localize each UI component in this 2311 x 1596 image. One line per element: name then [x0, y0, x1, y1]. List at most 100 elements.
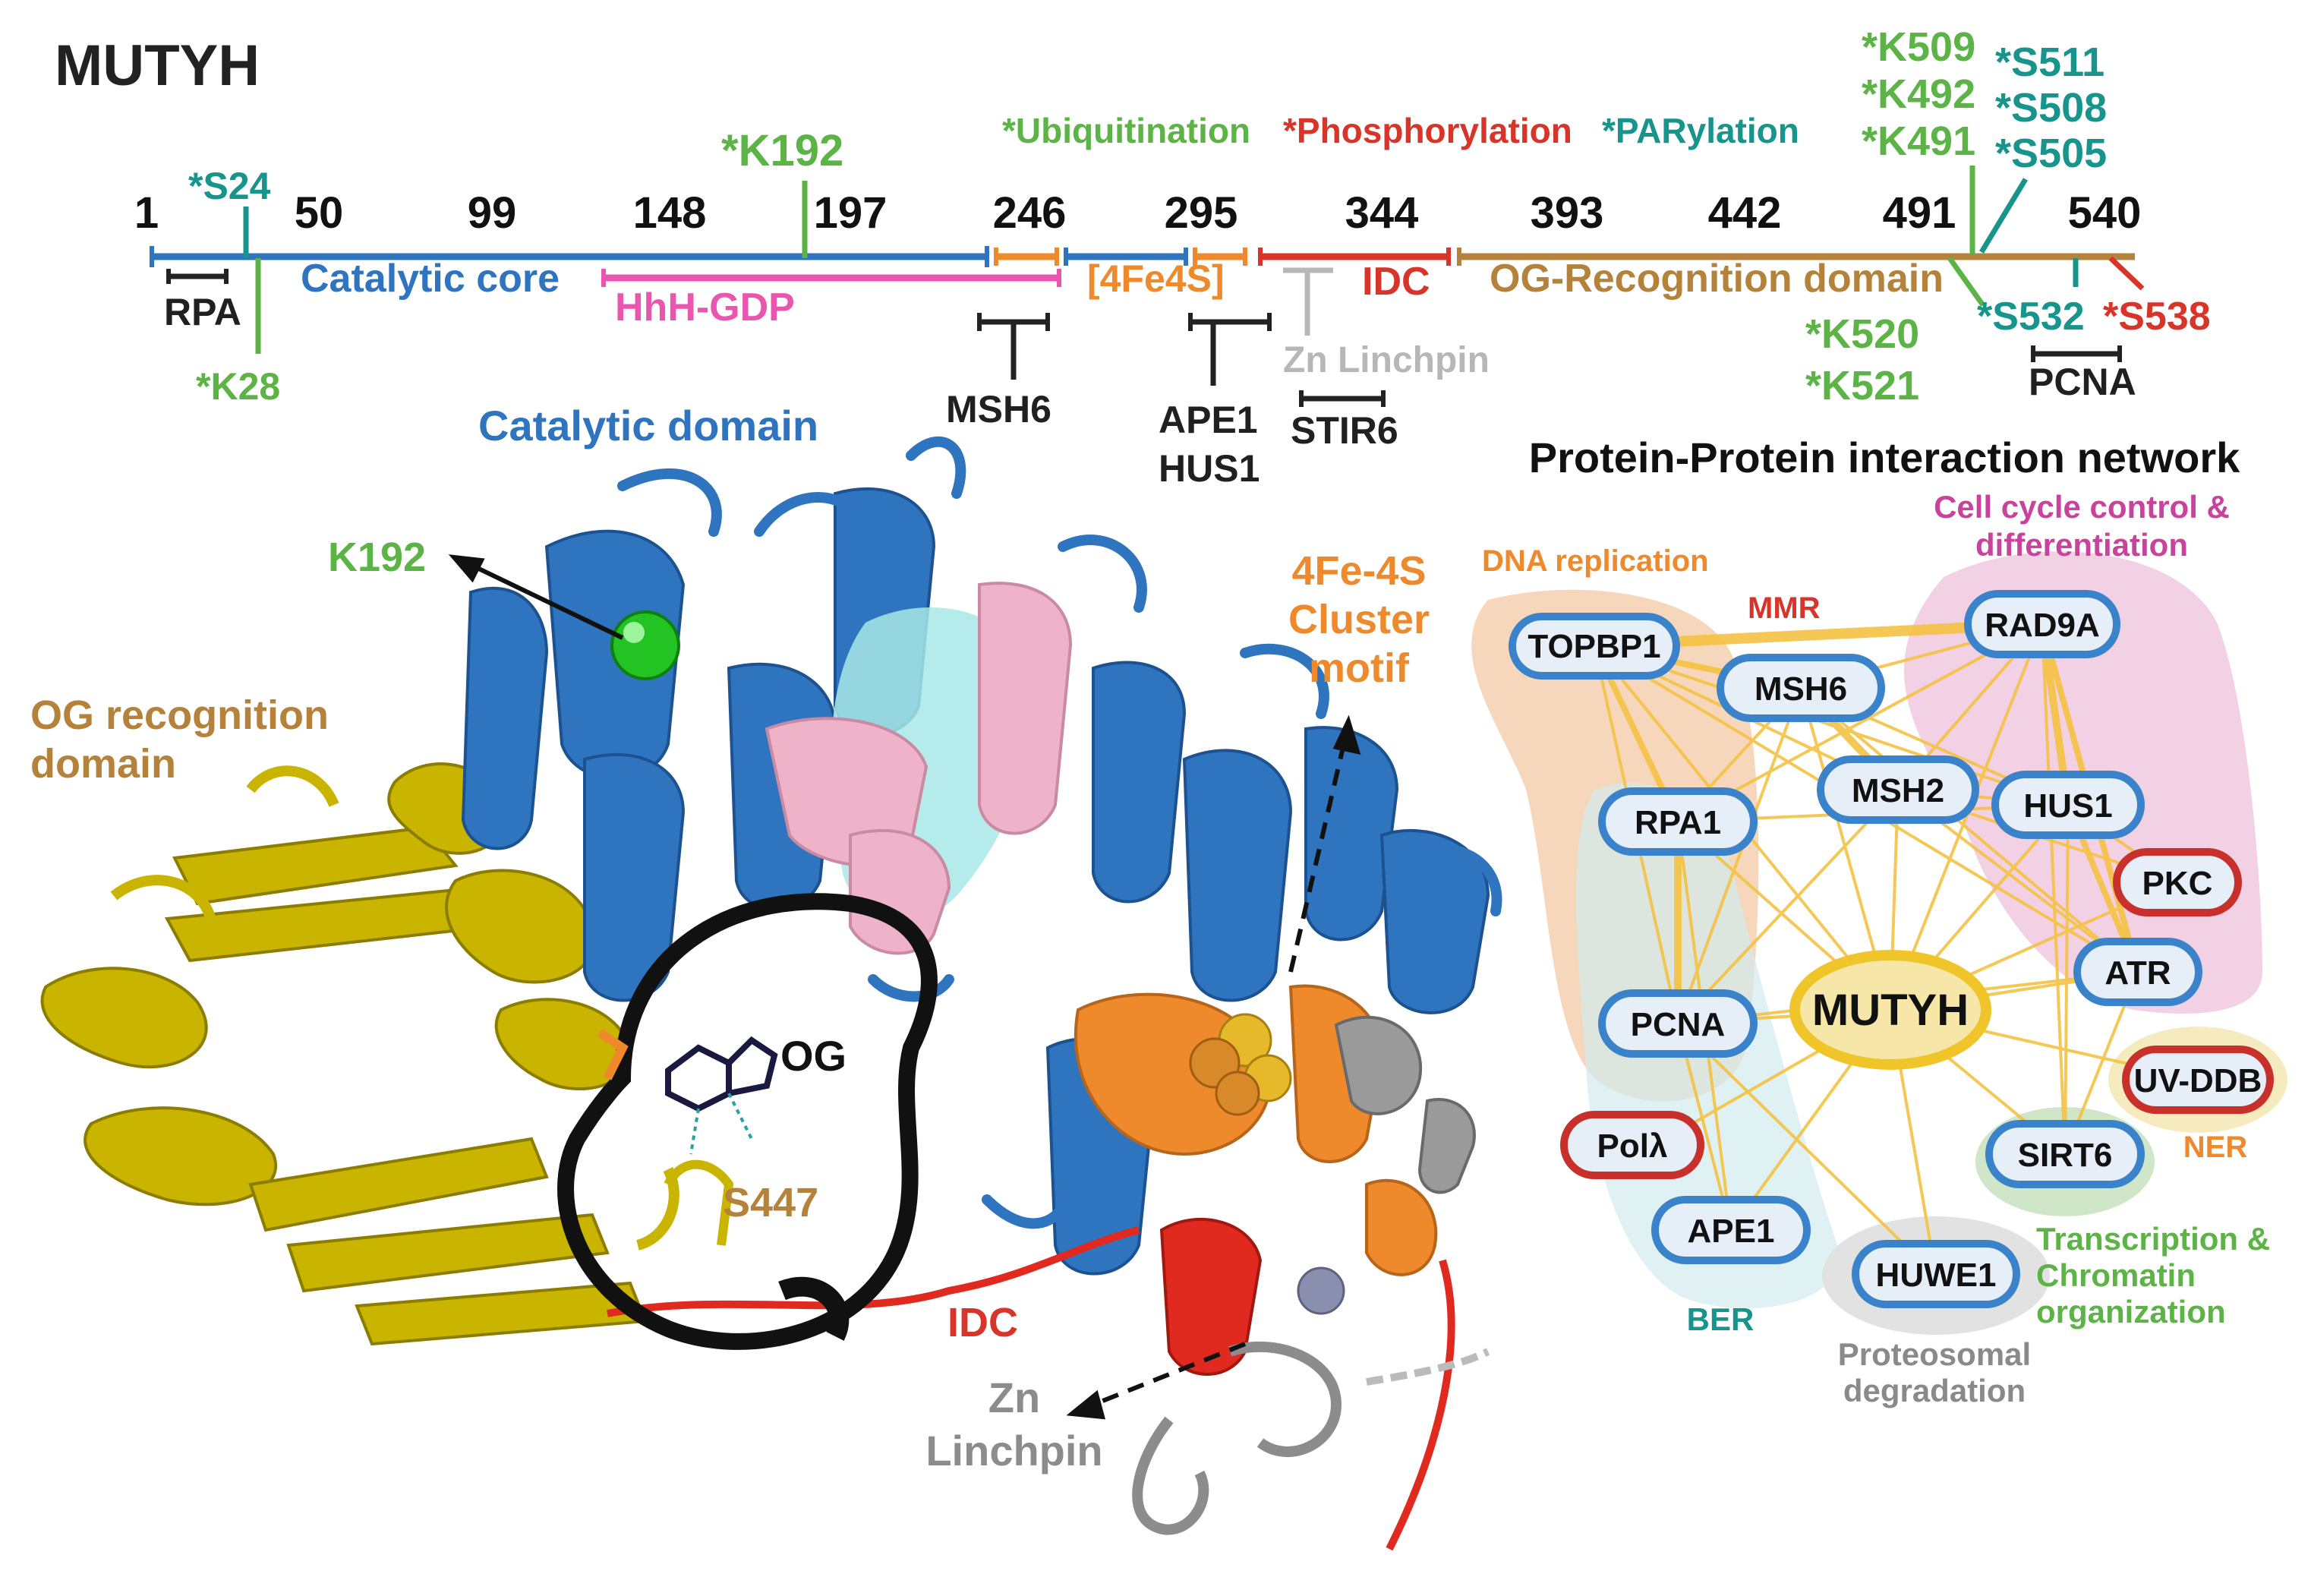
- legend-phosphorylation: *Phosphorylation: [1283, 111, 1572, 150]
- tick-295: 295: [1165, 188, 1238, 238]
- tick-99: 99: [468, 188, 517, 238]
- hhh-gdp-cartoon: [765, 582, 1073, 955]
- label-k192-residue: K192: [328, 535, 426, 580]
- network-hub: [1789, 950, 1991, 1070]
- og-recognition-domain-cartoon: [40, 762, 679, 1346]
- ptm-k521: *K521: [1805, 363, 1919, 408]
- label-catalytic-core: Catalytic core: [301, 257, 560, 301]
- group-label-mmr: MMR: [1748, 591, 1821, 625]
- tick-540: 540: [2068, 188, 2142, 238]
- label-zn-line1: Zn: [988, 1374, 1040, 1421]
- label-fe4s-line3: motif: [1309, 645, 1410, 691]
- node-sirt6: SIRT6: [1985, 1120, 2145, 1188]
- ptm-k520: *K520: [1805, 311, 1919, 357]
- interactor-hus1: HUS1: [1159, 447, 1260, 490]
- legend-parylation: *PARylation: [1602, 111, 1799, 150]
- label-catalytic-domain: Catalytic domain: [478, 402, 818, 449]
- ptm-k28: *K28: [196, 365, 280, 408]
- label-s447: S447: [723, 1180, 818, 1225]
- interactor-labels: RPA MSH6 APE1 HUS1 STIR6 PCNA: [164, 291, 2136, 490]
- ptm-site-labels: *S24 *K28 *K192 *K509 *K492 *K491 *S511 …: [188, 24, 2211, 408]
- label-idc: IDC: [1362, 260, 1430, 304]
- node-atr: ATR: [2073, 938, 2202, 1006]
- tick-50: 50: [295, 188, 344, 238]
- label-idc-structure: IDC: [947, 1300, 1018, 1345]
- tick-246: 246: [993, 188, 1067, 238]
- group-label-cell-cycle-line1: Cell cycle control &: [1934, 489, 2230, 525]
- node-msh6-label: MSH6: [1755, 670, 1847, 708]
- network-group-labels: DNA replication MMR Cell cycle control &…: [1482, 489, 2270, 1408]
- node-rad9a-label: RAD9A: [1985, 607, 2100, 644]
- node-topbp1: TOPBP1: [1509, 613, 1680, 680]
- group-label-dna-replication: DNA replication: [1482, 544, 1709, 578]
- label-4fe4s: [4Fe4S]: [1087, 257, 1225, 300]
- node-uvddb: UV-DDB: [2122, 1046, 2274, 1114]
- domain-bars: [150, 246, 2135, 407]
- tick-393: 393: [1531, 188, 1604, 238]
- interactor-rpa: RPA: [164, 291, 241, 333]
- node-msh6: MSH6: [1717, 654, 1885, 722]
- node-pcna: PCNA: [1598, 989, 1758, 1058]
- ptm-k509: *K509: [1862, 24, 1975, 70]
- network-hub-label: MUTYH: [1812, 986, 1969, 1035]
- node-ape1-label: APE1: [1688, 1213, 1775, 1250]
- label-og-recognition: OG-Recognition domain: [1490, 257, 1944, 301]
- node-rad9a: RAD9A: [1964, 590, 2120, 658]
- tick-442: 442: [1708, 188, 1782, 238]
- group-label-transcription-line2: Chromatin: [2036, 1257, 2196, 1293]
- label-og-recognition-line2: domain: [30, 741, 176, 787]
- node-huwe1-label: HUWE1: [1876, 1257, 1997, 1294]
- tick-1: 1: [134, 188, 159, 238]
- node-sirt6-label: SIRT6: [2018, 1137, 2113, 1174]
- group-label-transcription-line3: organization: [2036, 1294, 2226, 1329]
- ptm-s505: *S505: [1995, 131, 2107, 176]
- group-label-cell-cycle-line2: differentiation: [1975, 527, 2188, 563]
- axis-tick-labels: 1 50 99 148 197 246 295 344 393 442 491 …: [134, 188, 2142, 238]
- tick-344: 344: [1345, 188, 1419, 238]
- network-title: Protein-Protein interaction network: [1529, 434, 2240, 481]
- label-fe4s-line1: 4Fe-4S: [1291, 548, 1426, 594]
- label-zn-line2: Linchpin: [925, 1427, 1102, 1475]
- ptm-s24: *S24: [188, 165, 271, 207]
- group-label-proteosomal-line1: Proteosomal: [1838, 1336, 2031, 1372]
- node-ape1: APE1: [1651, 1196, 1811, 1264]
- node-pol-label: Polλ: [1597, 1128, 1668, 1165]
- ptm-k492: *K492: [1862, 71, 1975, 117]
- node-hus1: HUS1: [1991, 771, 2145, 839]
- protein-structure: [40, 436, 1502, 1551]
- ptm-s508: *S508: [1995, 85, 2107, 131]
- node-hus1-label: HUS1: [2023, 787, 2112, 825]
- zn-linchpin-cartoon: [1132, 1015, 1490, 1535]
- group-label-ner: NER: [2183, 1131, 2248, 1164]
- zinc-ion: [1297, 1266, 1345, 1315]
- node-msh2: MSH2: [1817, 755, 1979, 824]
- node-pkc: PKC: [2113, 848, 2242, 916]
- interactor-stir6: STIR6: [1291, 409, 1398, 452]
- group-label-proteosomal-line2: degradation: [1843, 1373, 2026, 1408]
- label-fe4s-line2: Cluster: [1288, 597, 1430, 642]
- ptm-s511: *S511: [1995, 39, 2104, 85]
- ptm-k491: *K491: [1862, 118, 1975, 164]
- node-pkc-label: PKC: [2142, 865, 2213, 902]
- label-hhh-gdp: HhH-GDP: [615, 285, 795, 330]
- tick-197: 197: [814, 188, 888, 238]
- ptm-k192: *K192: [721, 126, 843, 175]
- iron-sulfur-spheres: [1189, 1013, 1292, 1116]
- node-rpa1: RPA1: [1598, 787, 1758, 856]
- label-og-recognition-line1: OG recognition: [30, 692, 329, 738]
- tick-148: 148: [633, 188, 707, 238]
- node-rpa1-label: RPA1: [1635, 804, 1721, 841]
- node-msh2-label: MSH2: [1852, 772, 1944, 809]
- node-pcna-label: PCNA: [1631, 1006, 1726, 1043]
- group-label-transcription-line1: Transcription &: [2036, 1221, 2270, 1257]
- figure-title: MUTYH: [55, 33, 260, 98]
- node-pol: Polλ: [1560, 1111, 1704, 1179]
- label-og: OG: [780, 1032, 847, 1080]
- interactor-ape1: APE1: [1159, 399, 1258, 441]
- ptm-stems: [243, 166, 2145, 354]
- node-uvddb-label: UV-DDB: [2134, 1062, 2262, 1099]
- ptm-s532: *S532: [1977, 295, 2085, 339]
- structure-arrows: [448, 554, 1361, 1420]
- node-topbp1-label: TOPBP1: [1528, 628, 1660, 665]
